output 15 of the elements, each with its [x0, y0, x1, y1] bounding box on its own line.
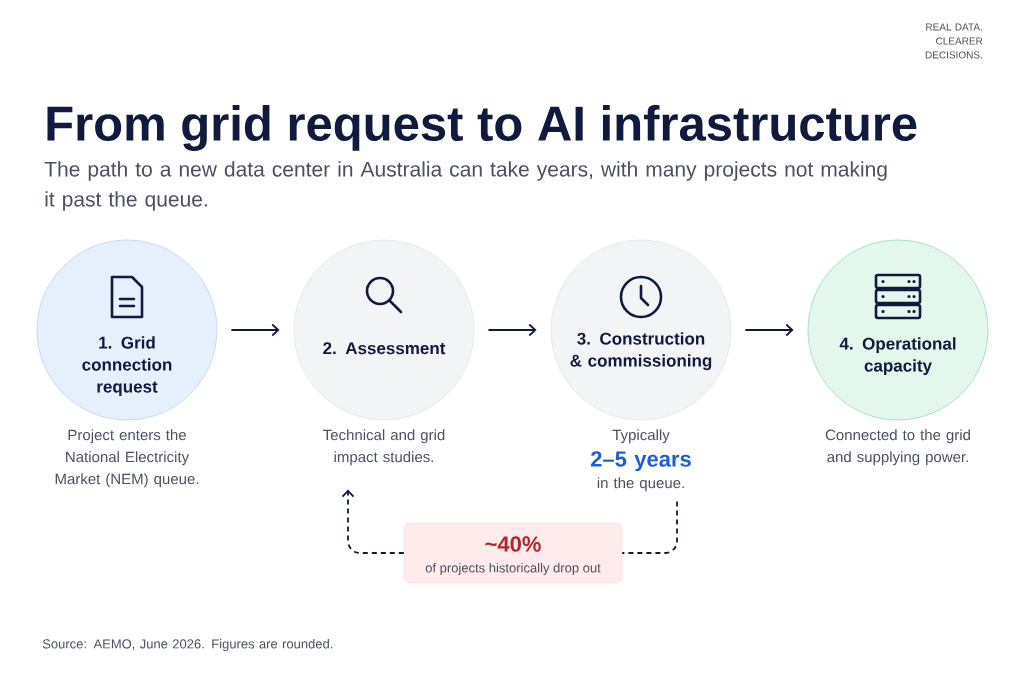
tagline: REAL DATA. CLEARER DECISIONS. — [925, 23, 983, 59]
arrow — [487, 323, 537, 337]
step-description: Project enters the National Electricity Market (NEM) queue. — [55, 429, 199, 488]
step-description: Typically — [612, 429, 670, 444]
arrow — [230, 323, 280, 337]
callout-box: ~40% of projects historically drop out — [403, 522, 623, 584]
arrow — [744, 323, 794, 337]
step-description: Connected to the grid and supplying power. — [825, 429, 970, 466]
step-description: Technical and grid impact studies. — [323, 429, 445, 466]
subtitle: The path to a new data center in Australia can take years, with many projects not making it past the queue. — [44, 161, 887, 211]
step-description: in the queue. — [597, 477, 684, 492]
source-note: Source: AEMO, June 2026. Figures are rounded. — [42, 638, 333, 652]
title: From grid request to AI infrastructure — [47, 105, 917, 151]
dashed-arrow — [341, 489, 405, 554]
duration-text: 2–5 years — [591, 451, 691, 472]
